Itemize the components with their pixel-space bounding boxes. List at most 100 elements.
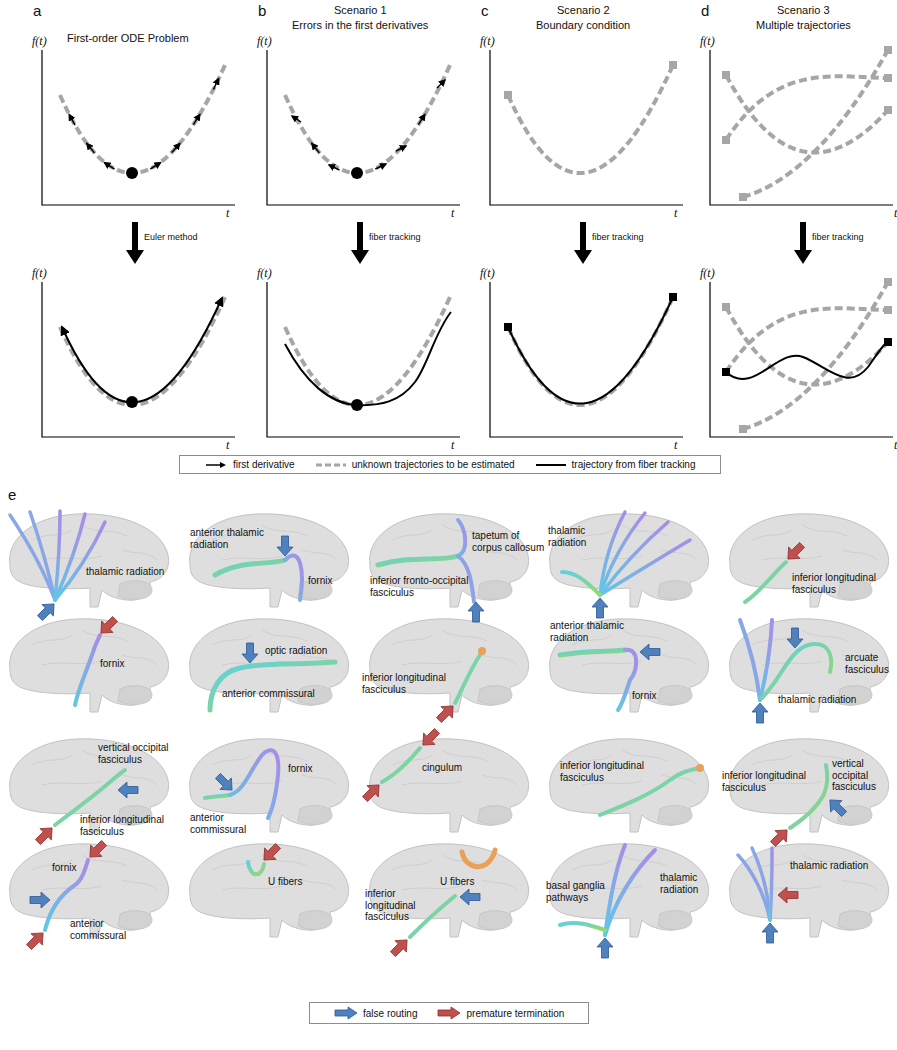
step-label: fiber tracking (592, 232, 644, 242)
figure-path (267, 282, 460, 437)
figure-g (30, 536, 850, 958)
figure-g (504, 293, 677, 405)
figure-path (726, 75, 888, 153)
figure-circle (696, 764, 704, 772)
figure-use (597, 938, 613, 958)
figure-use (824, 794, 849, 819)
step-label: Euler method (144, 232, 198, 242)
figure-line (396, 146, 406, 151)
panel-title: Errors in the first derivatives (292, 19, 428, 32)
legend-item: trajectory from fiber tracking (535, 459, 696, 470)
axis-label: t (894, 207, 897, 221)
axis-label: t (674, 207, 677, 221)
figure-rect (669, 61, 677, 69)
figure-use (387, 934, 412, 959)
tract-label: thalamic radiation (778, 694, 856, 706)
tract-label: fornix (632, 690, 656, 702)
figure-rect (722, 368, 730, 376)
figure-path (710, 50, 893, 205)
panel-title: Boundary condition (536, 19, 630, 32)
figure-g (710, 46, 893, 437)
figure-use (190, 619, 349, 712)
figure-path (560, 923, 605, 930)
figure-path (458, 520, 465, 556)
tract-label: fornix (288, 763, 312, 775)
axis-label: t (674, 439, 677, 453)
figure-use (242, 643, 258, 663)
panel-title: First-order ODE Problem (67, 32, 189, 45)
tract-label: anterior thalamic radiation (550, 620, 640, 643)
figure-use (778, 887, 798, 903)
figure-path (285, 65, 450, 173)
figure-use (433, 700, 458, 725)
tract-label: vertical occipital fasciculus (98, 742, 184, 765)
figure-g (600, 512, 690, 595)
tract-label: fornix (100, 658, 124, 670)
figure-path (490, 282, 683, 437)
tract-label: optic radiation (265, 645, 327, 657)
axis-label: t (451, 439, 454, 453)
figure-line (87, 144, 95, 153)
figure-line (418, 114, 424, 124)
figure-line (329, 165, 340, 170)
figure-g (10, 511, 105, 600)
figure-g (69, 79, 218, 170)
figure-use (550, 619, 709, 712)
figure-path (574, 222, 592, 264)
axis-label: t (226, 207, 229, 221)
legend-item: unknown trajectories to be estimated (315, 459, 515, 470)
tract-label: thalamic radiation (548, 525, 608, 548)
figure-path (490, 50, 683, 205)
figure-g (23, 539, 807, 959)
figure-path (75, 635, 100, 705)
figure-path (55, 514, 85, 600)
tract-label: thalamic radiation (86, 566, 164, 578)
figure-rect (722, 303, 730, 311)
figure-rect (504, 91, 512, 99)
panel-letter: d (701, 2, 709, 19)
figure-use (730, 844, 889, 937)
figure-use (277, 536, 293, 556)
figure-g (292, 80, 445, 170)
tract-label: inferior longitudinal fasciculus (80, 814, 180, 837)
tract-label: tapetum of corpus callosum (472, 530, 550, 553)
legend-sample (437, 1006, 461, 1020)
figure-path (794, 222, 812, 264)
figure-g (60, 297, 225, 408)
legend-item: premature termination (437, 1006, 564, 1020)
figure-g (490, 50, 683, 437)
legend-sample (315, 460, 347, 470)
figure-use (34, 598, 59, 623)
figure-path (285, 312, 451, 405)
figure-line (150, 163, 160, 169)
figure-path (410, 896, 455, 937)
panel-title: Multiple trajectories (756, 19, 851, 32)
tract-label: inferior longitudinal fasciculus (365, 888, 427, 923)
tract-label: cingulum (422, 762, 462, 774)
figure-use (787, 628, 803, 648)
axis-label: t (226, 439, 229, 453)
step-label: fiber tracking (812, 232, 864, 242)
figure-g (726, 50, 888, 197)
figure-path (726, 307, 888, 385)
tract-label: fornix (308, 575, 332, 587)
figure-path (126, 222, 144, 264)
tract-label: anterior thalamic radiation (190, 527, 282, 550)
panel-title: Scenario 1 (334, 4, 387, 17)
figure-path (267, 50, 460, 205)
figure-use (23, 927, 48, 952)
axis-label: f(t) (32, 267, 47, 281)
figure-g (285, 297, 451, 411)
figure-g (10, 514, 889, 937)
figure-path (248, 862, 264, 874)
legend-box: false routingpremature termination (309, 1002, 589, 1024)
legend-item: first derivative (204, 459, 295, 470)
figure-use (212, 770, 237, 795)
tract-label: inferior longitudinal fasciculus (560, 760, 660, 783)
figure-path (378, 556, 458, 565)
figure-path (726, 76, 888, 140)
figure-circle (351, 167, 363, 179)
figure-g (10, 511, 831, 937)
figure-path (743, 50, 888, 197)
tract-label: inferior longitudinal fasciculus (362, 672, 462, 695)
